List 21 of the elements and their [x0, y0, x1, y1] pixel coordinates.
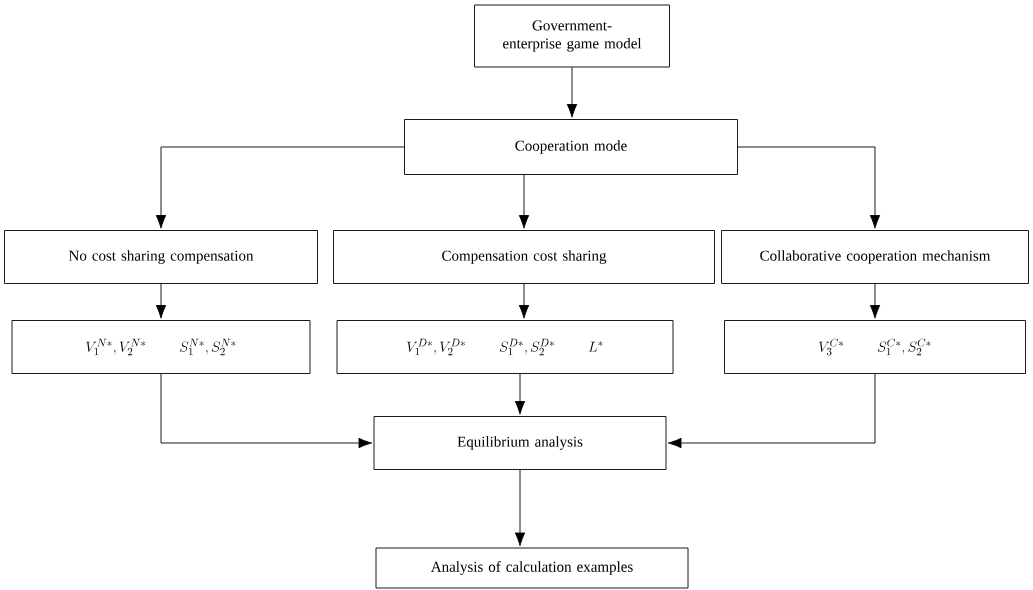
arrow — [566, 67, 578, 118]
process-box: Analysis of calculation examples — [375, 547, 689, 589]
formula-box: $V_1^{D*},V_2^{D*}$ $S_1^{D*},S_2^{D*}$ $L^*$ — [336, 320, 674, 374]
arrow — [155, 146, 405, 229]
process-box: Compensation cost sharing — [333, 230, 715, 284]
arrow — [667, 373, 876, 449]
arrow — [514, 373, 526, 415]
arrow — [737, 146, 881, 229]
formula-box: $V_3^{C*}$ $S_1^{C*},S_2^{C*}$ — [724, 320, 1026, 374]
arrow — [155, 283, 167, 319]
process-box: Collaborative cooperation mechanism — [721, 230, 1029, 284]
process-box: Cooperation mode — [404, 119, 738, 175]
arrow — [869, 283, 881, 319]
process-box: Government-enterprise game model — [474, 4, 670, 68]
formula-box: $V_1^{N*},V_2^{N*}$ $S_1^{N*},S_2^{N*}$ — [11, 320, 311, 374]
arrow — [518, 174, 530, 229]
process-box: No cost sharing compensation — [4, 230, 318, 284]
process-box: Equilibrium analysis — [373, 416, 667, 470]
arrow — [160, 373, 373, 449]
arrow — [518, 283, 530, 319]
arrow — [514, 469, 526, 547]
